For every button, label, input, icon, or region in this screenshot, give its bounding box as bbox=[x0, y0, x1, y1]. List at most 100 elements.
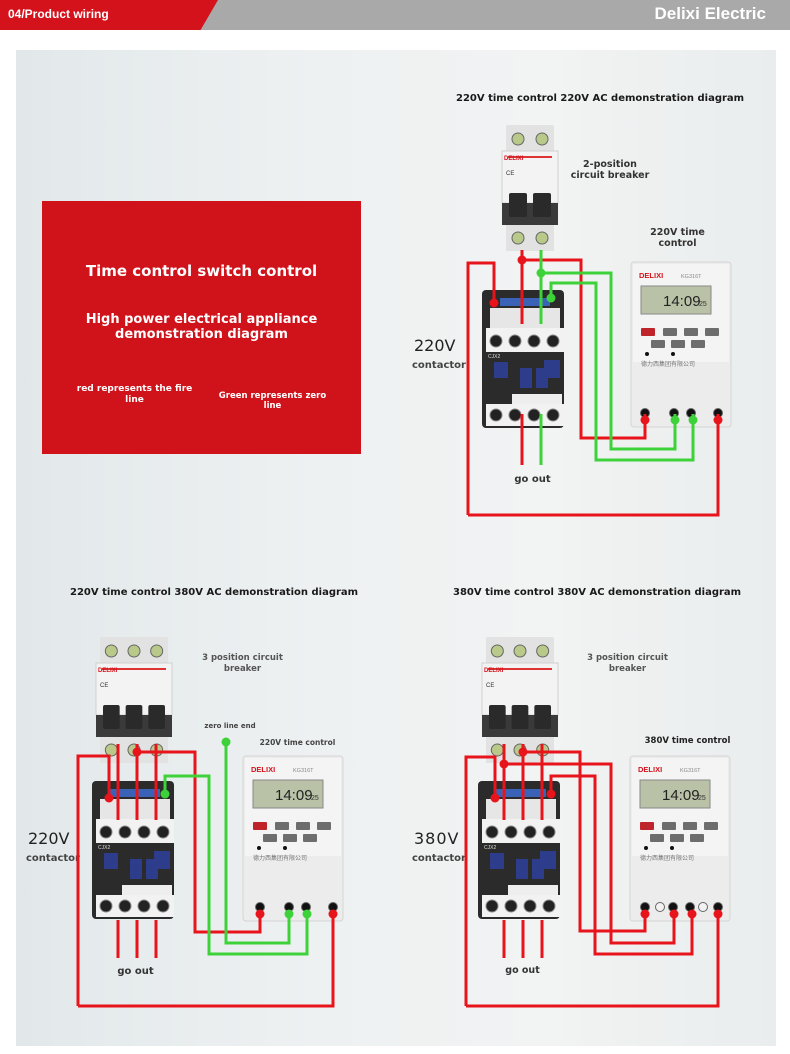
breaker-handle bbox=[125, 705, 143, 729]
contactor-terminal bbox=[542, 825, 556, 839]
breaker-top-terminal bbox=[511, 132, 525, 146]
diagram-3-output-label: go out bbox=[505, 965, 540, 976]
d3-timer-l2-wire bbox=[504, 762, 676, 945]
brand-name: Delixi Electric bbox=[654, 4, 766, 23]
d2-zero-wire bbox=[224, 742, 291, 945]
contactor-terminal bbox=[546, 408, 560, 422]
contactor-top-block bbox=[490, 308, 560, 328]
timer-button bbox=[663, 328, 677, 336]
contactor-terminal bbox=[523, 899, 537, 913]
timer-button bbox=[683, 822, 697, 830]
contactor-terminal bbox=[137, 825, 151, 839]
breaker-bottom-terminal bbox=[490, 743, 504, 757]
contactor-terminal bbox=[137, 899, 151, 913]
contactor-terminal bbox=[118, 899, 132, 913]
timer-button bbox=[650, 834, 664, 842]
contactor-terminal bbox=[99, 899, 113, 913]
ce-mark: CE bbox=[506, 171, 514, 177]
timer-lcd-time: 14:09 bbox=[663, 293, 701, 310]
d3-timer-l1-wire bbox=[523, 750, 647, 933]
breaker-handle bbox=[148, 705, 165, 729]
d3-junction bbox=[490, 793, 500, 803]
contactor-terminal bbox=[485, 825, 499, 839]
diagram-3-title: 380V time control 380V AC demonstration … bbox=[453, 587, 742, 598]
timer-model: KG316T bbox=[293, 768, 314, 774]
contactor-terminal bbox=[504, 899, 518, 913]
timer-indicator bbox=[671, 352, 675, 356]
contactor-lower-plate bbox=[122, 885, 172, 897]
d2-coil-fire-wire bbox=[76, 754, 111, 1006]
contactor-terminal bbox=[527, 334, 541, 348]
breaker-top-terminal bbox=[104, 644, 118, 658]
breaker-brand: DELIXI bbox=[504, 156, 524, 162]
diagram-2-voltage: 220V bbox=[28, 829, 70, 848]
d1-terminal-dot bbox=[640, 415, 650, 425]
d2-junction bbox=[104, 793, 114, 803]
diagram-1-contactor: CJX2 bbox=[482, 290, 564, 428]
d1-coil-fire-wire bbox=[466, 261, 496, 515]
d1-junction bbox=[546, 293, 556, 303]
timer-button bbox=[684, 328, 698, 336]
contactor-model: CJX2 bbox=[98, 845, 110, 851]
contactor-terminal bbox=[546, 334, 560, 348]
breaker-handle bbox=[511, 705, 529, 729]
contactor-window bbox=[516, 859, 528, 879]
diagram-1-timer-label: 220V time control bbox=[650, 227, 705, 249]
intro-box: Time control switch control High power e… bbox=[42, 201, 361, 454]
timer-lcd-seconds: 25 bbox=[699, 301, 707, 308]
intro-subtitle: High power electrical appliance demonstr… bbox=[85, 312, 318, 342]
d1-terminal-dot bbox=[670, 415, 680, 425]
timer-button bbox=[640, 822, 654, 830]
timer-button bbox=[253, 822, 267, 830]
breaker-top-terminal bbox=[535, 132, 549, 146]
contactor-window bbox=[540, 851, 556, 869]
timer-button bbox=[705, 328, 719, 336]
breaker-top-terminal bbox=[127, 644, 141, 658]
contactor-lower-plate bbox=[512, 394, 562, 406]
diagram-2-contactor: CJX2 bbox=[92, 781, 174, 919]
contactor-bottom-terminals bbox=[482, 895, 560, 917]
d1-coil-n-wire bbox=[549, 281, 695, 462]
d2-timer-out-wire bbox=[78, 914, 335, 1008]
timer-lcd-time: 14:09 bbox=[662, 787, 700, 804]
breaker-bottom-terminal bbox=[104, 743, 118, 757]
breaker-handle bbox=[534, 705, 551, 729]
d1-timer-out-wire bbox=[468, 414, 720, 517]
breaker-bottom-terminal bbox=[511, 231, 525, 245]
diagram-2-title: 220V time control 380V AC demonstration … bbox=[70, 587, 359, 598]
d1-terminal-dot bbox=[688, 415, 698, 425]
header-bar: 04/Product wiring Delixi Electric bbox=[0, 0, 790, 30]
timer-button bbox=[263, 834, 277, 842]
breaker-handle bbox=[533, 193, 551, 217]
timer-button bbox=[283, 834, 297, 842]
d1-junction bbox=[489, 298, 499, 308]
timer-brand: DELIXI bbox=[639, 271, 663, 280]
timer-button bbox=[691, 340, 705, 348]
timer-button bbox=[296, 822, 310, 830]
diagram-1-output-label: go out bbox=[514, 474, 551, 485]
breaker-top-terminal bbox=[513, 644, 527, 658]
breaker-brand: DELIXI bbox=[98, 668, 118, 674]
timer-indicator bbox=[644, 846, 648, 850]
contactor-terminal bbox=[485, 899, 499, 913]
d3-junction bbox=[518, 747, 528, 757]
d1-junction bbox=[536, 268, 546, 278]
timer-brand: DELIXI bbox=[251, 765, 275, 774]
timer-button bbox=[641, 328, 655, 336]
diagram-1-voltage: 220V bbox=[414, 336, 456, 355]
intro-title: Time control switch control bbox=[85, 262, 318, 280]
diagram-2-output-label: go out bbox=[117, 966, 154, 977]
timer-footer: 德力西集团有限公司 bbox=[640, 854, 694, 862]
contactor-terminal bbox=[542, 899, 556, 913]
contactor-window bbox=[520, 368, 532, 388]
timer-lcd-seconds: 25 bbox=[311, 795, 319, 802]
contactor-terminal bbox=[118, 825, 132, 839]
timer-indicator bbox=[257, 846, 261, 850]
diagram-3-timer-label: 380V time control bbox=[644, 736, 731, 746]
contactor-window bbox=[154, 851, 170, 869]
timer-lcd bbox=[252, 779, 324, 809]
breaker-top-terminal bbox=[150, 644, 164, 658]
breaker-handle bbox=[489, 705, 506, 729]
